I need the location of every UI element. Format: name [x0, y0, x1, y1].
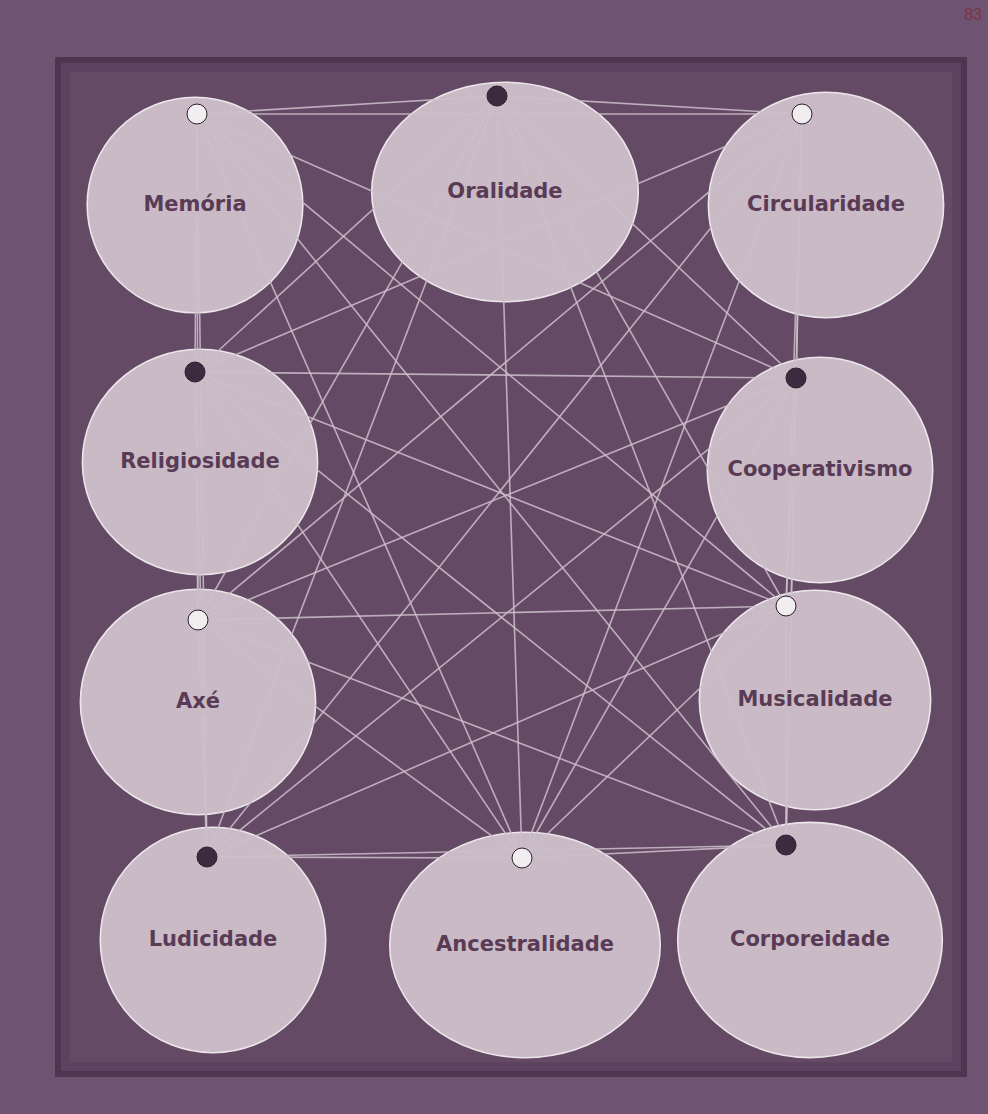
- value-label: Memória: [140, 192, 249, 217]
- value-circle: Musicalidade: [697, 588, 933, 812]
- value-label: Religiosidade: [117, 449, 283, 474]
- string-connector: [195, 372, 796, 378]
- string-connector: [198, 114, 802, 620]
- push-pin: [487, 86, 507, 106]
- value-circle: Ancestralidade: [387, 830, 663, 1060]
- value-label: Corporeidade: [727, 927, 893, 952]
- value-circle: Circularidade: [706, 90, 946, 320]
- push-pin: [776, 596, 796, 616]
- value-circle: Cooperativismo: [705, 355, 935, 585]
- value-label: Oralidade: [444, 179, 565, 204]
- push-pin: [776, 835, 796, 855]
- push-pin: [792, 104, 812, 124]
- value-circle: Axé: [78, 587, 318, 817]
- push-pin: [185, 362, 205, 382]
- page-number: 83: [964, 6, 982, 24]
- value-label: Cooperativismo: [724, 457, 915, 482]
- push-pin: [197, 847, 217, 867]
- value-label: Ludicidade: [146, 927, 281, 952]
- value-circle: Ludicidade: [98, 825, 328, 1055]
- value-circle: Memória: [85, 95, 305, 315]
- value-circle: Religiosidade: [80, 347, 320, 577]
- string-connector: [197, 113, 802, 115]
- push-pin: [786, 368, 806, 388]
- value-label: Musicalidade: [734, 687, 895, 712]
- push-pin: [187, 104, 207, 124]
- push-pin: [512, 848, 532, 868]
- string-connector: [198, 606, 786, 620]
- string-connector: [785, 606, 787, 845]
- value-label: Circularidade: [744, 192, 908, 217]
- value-circle: Oralidade: [369, 80, 641, 304]
- value-label: Axé: [173, 689, 223, 714]
- push-pin: [188, 610, 208, 630]
- value-circle: Corporeidade: [675, 820, 945, 1060]
- value-label: Ancestralidade: [433, 932, 617, 957]
- string-connector: [207, 857, 522, 858]
